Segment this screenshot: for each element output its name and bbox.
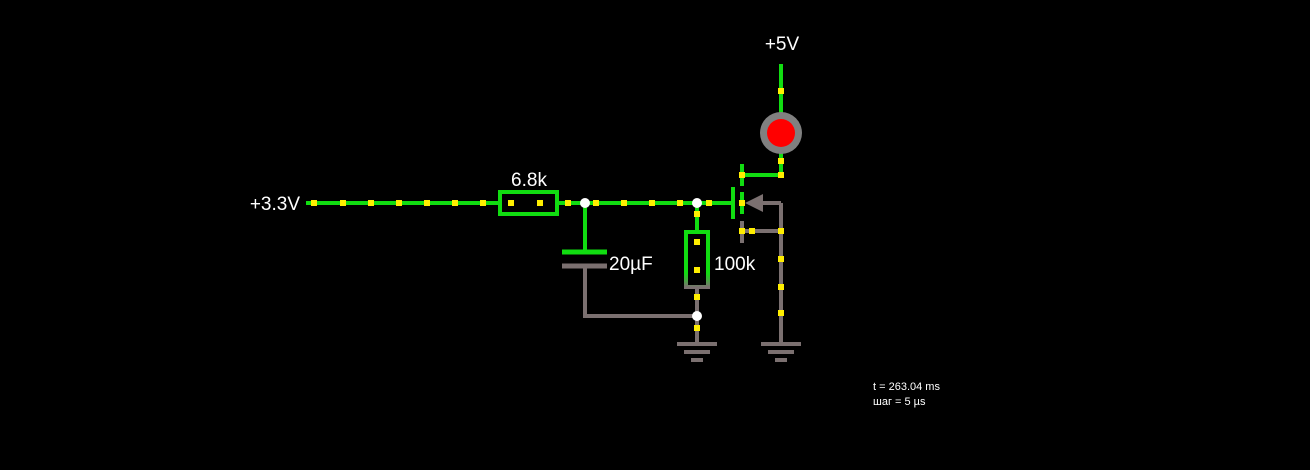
junction-node[interactable] bbox=[692, 198, 702, 208]
mosfet-arrow bbox=[745, 194, 763, 212]
ground-symbol-left[interactable] bbox=[677, 342, 717, 362]
resistor-6k8[interactable] bbox=[498, 190, 559, 216]
resistor-100k[interactable] bbox=[684, 230, 710, 289]
resistor-100k-label: 100k bbox=[714, 254, 756, 275]
vin-label: +3.3V bbox=[250, 194, 301, 215]
led[interactable] bbox=[760, 112, 802, 154]
capacitor-20uf[interactable] bbox=[562, 249, 607, 269]
capacitor-label: 20µF bbox=[609, 254, 653, 275]
junctions bbox=[580, 198, 702, 321]
current-dots bbox=[311, 88, 784, 331]
wire-cap-to-ground[interactable] bbox=[583, 266, 697, 318]
sim-time: t = 263.04 ms bbox=[873, 381, 940, 393]
sim-step: шаг = 5 µs bbox=[873, 396, 926, 408]
resistor-6k8-label: 6.8k bbox=[511, 170, 547, 191]
junction-node[interactable] bbox=[692, 311, 702, 321]
vcc-label: +5V bbox=[765, 34, 800, 55]
wires-active bbox=[306, 64, 783, 252]
ground-symbol-right[interactable] bbox=[761, 342, 801, 362]
junction-node[interactable] bbox=[580, 198, 590, 208]
